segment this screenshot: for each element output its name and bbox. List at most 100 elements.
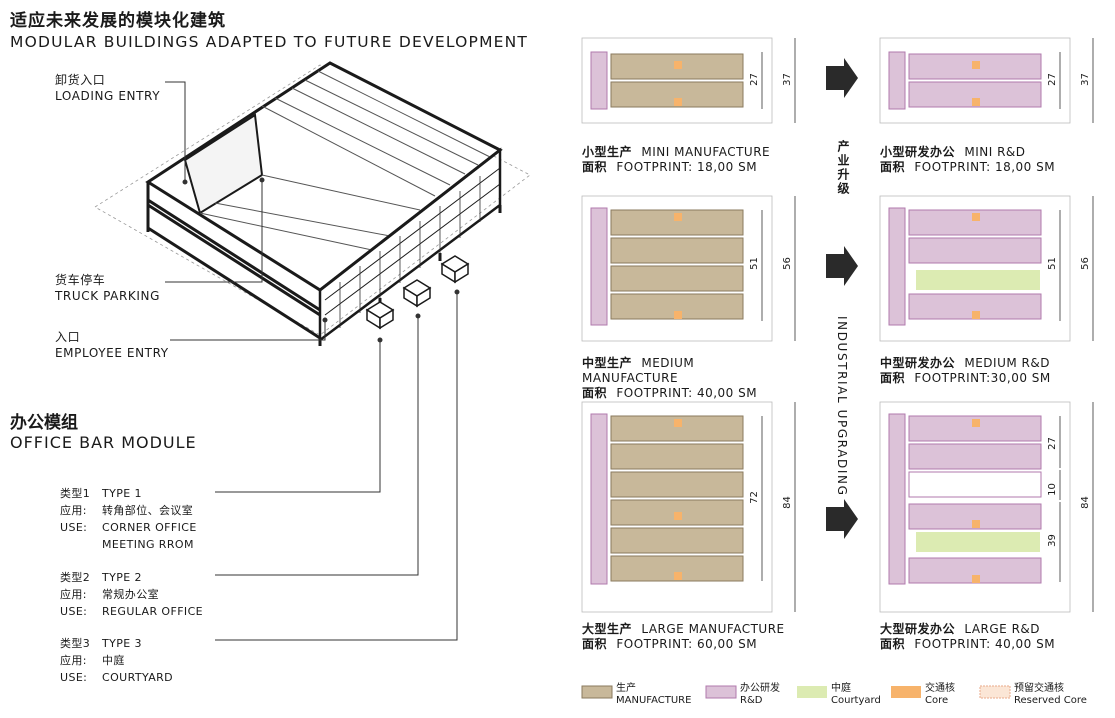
caption-mini-mfg-area-en: FOOTPRINT: 18,00 SM	[616, 160, 758, 174]
plan-mini-rd	[879, 37, 1094, 124]
callout-employee-en: EMPLOYEE ENTRY	[55, 346, 169, 360]
module-cube-type3	[440, 255, 470, 284]
plan-large-manufacture	[581, 401, 796, 613]
type3-use-label-en: USE:	[60, 671, 88, 684]
dim-large-mfg-outer: 84	[781, 496, 793, 509]
caption-large-rd: 大型研发办公 LARGE R&D 面积 FOOTPRINT: 40,00 SM	[880, 622, 1055, 652]
type1-en: TYPE 1	[102, 487, 142, 500]
legend-swatch-rd	[705, 685, 737, 699]
caption-medium-mfg-en1: MEDIUM	[641, 356, 695, 370]
upgrade-cn: 产业升级	[836, 140, 850, 196]
legend-courtyard: 中庭 Courtyard	[831, 683, 881, 707]
caption-mini-rd-cn: 小型研发办公	[880, 145, 956, 159]
caption-medium-mfg-cn: 中型生产	[582, 356, 633, 370]
legend-swatch-core	[891, 686, 921, 698]
plan-mini-manufacture	[581, 37, 796, 124]
right-facade	[318, 147, 502, 341]
legend-manufacture-en: MANUFACTURE	[616, 695, 692, 706]
dim-large-rd-outer: 84	[1079, 496, 1091, 509]
legend-core-cn: 交通核	[925, 683, 955, 694]
module-title-en: OFFICE BAR MODULE	[10, 433, 197, 452]
type1-use-en-2: MEETING RROM	[102, 538, 194, 551]
dim-large-rd-a: 27	[1046, 437, 1058, 450]
module-cube-type1	[365, 301, 395, 330]
caption-large-mfg-cn: 大型生产	[582, 622, 633, 636]
caption-medium-mfg-area-cn: 面积	[582, 386, 608, 400]
caption-mini-mfg-area-cn: 面积	[582, 160, 608, 174]
caption-mini-mfg-en: MINI MANUFACTURE	[641, 145, 771, 159]
type1-use-label-cn: 应用:	[60, 504, 87, 517]
dim-mini-mfg-outer: 37	[781, 73, 793, 86]
dim-large-rd-b: 10	[1046, 483, 1058, 496]
caption-medium-rd: 中型研发办公 MEDIUM R&D 面积 FOOTPRINT:30,00 SM	[880, 356, 1051, 386]
caption-medium-mfg-area-en: FOOTPRINT: 40,00 SM	[616, 386, 758, 400]
arrow-icon	[826, 246, 858, 286]
caption-medium-mfg-en2: MANUFACTURE	[582, 371, 679, 385]
type3-use-label-cn: 应用:	[60, 654, 87, 667]
legend-manufacture: 生产 MANUFACTURE	[616, 683, 691, 707]
dim-mini-rd-outer: 37	[1079, 73, 1091, 86]
dim-mini-mfg-inner: 27	[748, 73, 760, 86]
type1-use-cn: 转角部位、会议室	[102, 504, 194, 517]
caption-large-mfg-en: LARGE MANUFACTURE	[641, 622, 785, 636]
type3-cn: 类型3	[60, 637, 91, 650]
plan-medium-rd	[879, 195, 1094, 342]
caption-medium-rd-area-en: FOOTPRINT:30,00 SM	[914, 371, 1051, 385]
legend-manufacture-cn: 生产	[616, 683, 636, 694]
caption-mini-rd-area-cn: 面积	[880, 160, 906, 174]
dim-medium-mfg-inner: 51	[748, 257, 760, 270]
legend-core: 交通核 Core	[925, 683, 955, 707]
type2-cn: 类型2	[60, 571, 91, 584]
callout-leaders	[165, 81, 460, 641]
roof-strips	[199, 70, 491, 251]
legend-swatch-courtyard	[797, 686, 827, 698]
legend-rd-cn: 办公研发	[740, 683, 780, 694]
legend-core-en: Core	[925, 695, 949, 706]
caption-large-rd-cn: 大型研发办公	[880, 622, 956, 636]
callout-employee-cn: 入口	[55, 330, 81, 344]
type1-use-label-en: USE:	[60, 521, 88, 534]
caption-mini-rd-area-en: FOOTPRINT: 18,00 SM	[914, 160, 1056, 174]
callout-truck-en: TRUCK PARKING	[55, 289, 161, 303]
plan-medium-manufacture	[581, 195, 796, 342]
caption-medium-rd-area-cn: 面积	[880, 371, 906, 385]
caption-mini-rd: 小型研发办公 MINI R&D 面积 FOOTPRINT: 18,00 SM	[880, 145, 1055, 175]
caption-large-mfg-area-cn: 面积	[582, 637, 608, 651]
arrow-icon	[826, 58, 858, 98]
title-en: MODULAR BUILDINGS ADAPTED TO FUTURE DEVE…	[10, 33, 529, 51]
caption-mini-rd-en: MINI R&D	[964, 145, 1026, 159]
slab-edges-left	[146, 182, 321, 340]
type3-use-cn: 中庭	[102, 654, 125, 667]
dim-medium-mfg-outer: 56	[781, 257, 793, 270]
module-title-cn: 办公模组	[10, 413, 78, 433]
type2-use-cn: 常规办公室	[102, 588, 159, 601]
caption-mini-mfg-cn: 小型生产	[582, 145, 633, 159]
callout-truck: 货车停车 TRUCK PARKING	[55, 272, 160, 304]
caption-large-manufacture: 大型生产 LARGE MANUFACTURE 面积 FOOTPRINT: 60,…	[582, 622, 785, 652]
legend-reserved-core: 预留交通核 Reserved Core	[1014, 683, 1087, 707]
caption-large-rd-area-en: FOOTPRINT: 40,00 SM	[914, 637, 1056, 651]
caption-large-mfg-area-en: FOOTPRINT: 60,00 SM	[616, 637, 758, 651]
type3-en: TYPE 3	[102, 637, 142, 650]
callout-employee: 入口 EMPLOYEE ENTRY	[55, 329, 169, 361]
module-cube-type2	[402, 279, 432, 308]
type1-use-en: CORNER OFFICE	[102, 521, 197, 534]
callout-loading: 卸货入口 LOADING ENTRY	[55, 72, 160, 104]
type1-cn: 类型1	[60, 487, 91, 500]
legend-rd: 办公研发 R&D	[740, 683, 780, 707]
type2-en: TYPE 2	[102, 571, 142, 584]
dim-large-mfg-inner: 72	[748, 491, 760, 504]
caption-large-rd-area-cn: 面积	[880, 637, 906, 651]
legend-reserved-core-cn: 预留交通核	[1014, 683, 1064, 694]
callout-loading-en: LOADING ENTRY	[55, 89, 161, 103]
title-cn: 适应未来发展的模块化建筑	[10, 11, 226, 31]
type3-use-en: COURTYARD	[102, 671, 174, 684]
legend-courtyard-cn: 中庭	[831, 683, 851, 694]
legend-rd-en: R&D	[740, 695, 763, 706]
facade-windows	[339, 176, 481, 328]
module-type-3: 类型3 TYPE 3 应用: 中庭 USE: COURTYARD	[60, 635, 173, 686]
caption-medium-rd-en: MEDIUM R&D	[964, 356, 1050, 370]
caption-medium-rd-cn: 中型研发办公	[880, 356, 956, 370]
